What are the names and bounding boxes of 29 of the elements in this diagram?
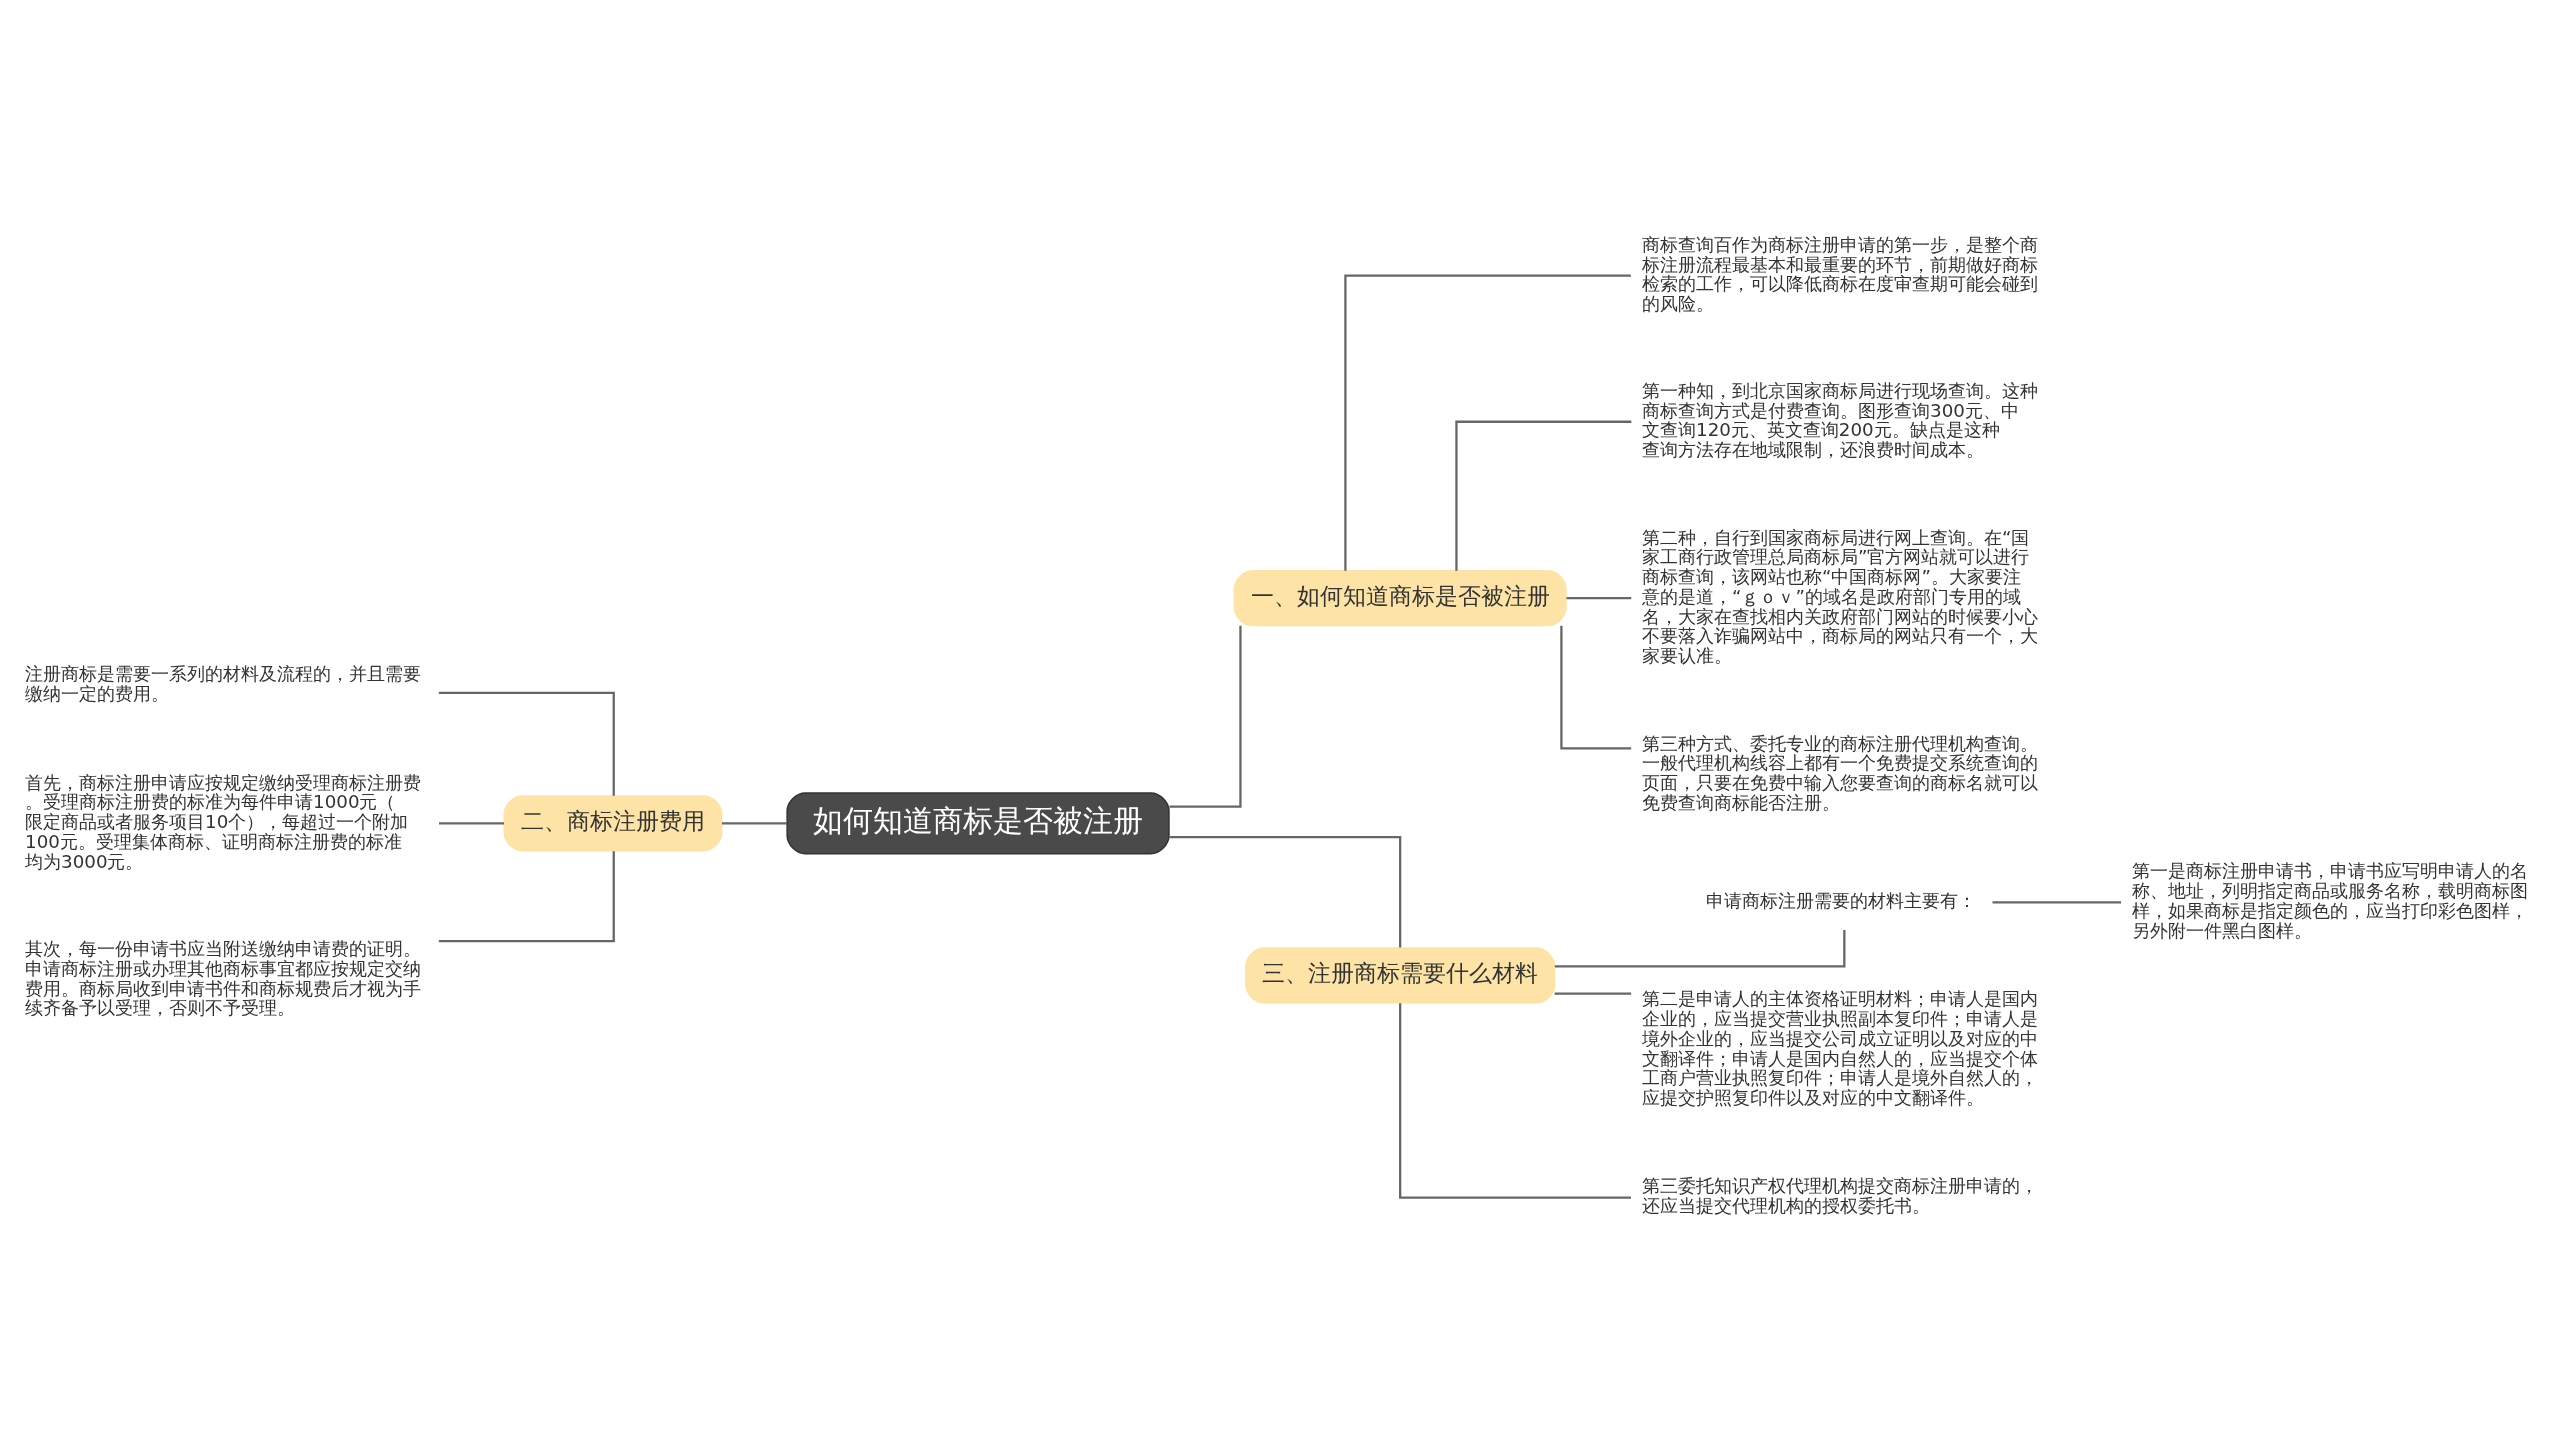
connector — [1455, 420, 1632, 571]
node-box: 一、如何知道商标是否被注册 — [1233, 570, 1567, 627]
node-text: 第二种，自行到国家商标局进行网上查询。在“国家工商行政管理总局商标局”官方网站就可以进行商标查询，该网站也称“中国商标网”。大家要注意的是道，“ｇｏｖ”的域名是政府部门专用的域名，大家在查找相内关政府部门网站的时候要小心不要落入诈骗网站中，商标局的网站只有一个，大家要认准。 — [1642, 526, 2039, 667]
connector — [1169, 835, 1402, 948]
node-box: 二、商标注册费用 — [503, 795, 723, 852]
node-text: 其次，每一份申请书应当附送缴纳申请费的证明。申请商标注册或办理其他商标事宜都应按规定交纳费用。商标局收到申请书件和商标规费后才视为手续齐备予以受理，否则不予受理。 — [25, 938, 422, 1019]
node-text: 注册商标是需要一系列的材料及流程的，并且需要缴纳一定的费用。 — [25, 662, 422, 704]
node-text: 首先，商标注册申请应按规定缴纳受理商标注册费。受理商标注册费的标准为每件申请1000元（限定商品或者服务项目10个），每超过一个附加100元。受理集体商标、证明商标注册费的标准均为3000元。 — [25, 771, 422, 872]
connector — [1554, 992, 1632, 995]
node-box: 如何知道商标是否被注册 — [786, 792, 1170, 855]
node-text: 申请商标注册需要的材料主要有： — [1705, 890, 1976, 912]
connector — [1566, 597, 1632, 600]
connector — [438, 691, 615, 796]
connector — [722, 822, 787, 825]
node-text: 商标查询百作为商标注册申请的第一步，是整个商标注册流程最基本和最重要的环节，前期做好商标检索的工作，可以降低商标在度审查期可能会碰到的风险。 — [1642, 233, 2039, 315]
connector — [1169, 625, 1242, 808]
connector — [1399, 1003, 1631, 1199]
connector — [1344, 274, 1631, 571]
connector — [438, 851, 615, 943]
connector — [1560, 625, 1632, 750]
connector — [1554, 929, 1846, 968]
connector — [439, 822, 505, 825]
node-text: 第三种方式、委托专业的商标注册代理机构查询。一般代理机构线容上都有一个免费提交系统查询的页面，只要在免费中输入您要查询的商标名就可以免费查询商标能否注册。 — [1642, 732, 2039, 814]
node-box: 三、注册商标需要什么材料 — [1245, 947, 1556, 1004]
node-text: 第二是申请人的主体资格证明材料；申请人是国内企业的，应当提交营业执照副本复印件；申请人是境外企业的，应当提交公司成立证明以及对应的中文翻译件；申请人是国内自然人的，应当提交个体工商户营业执照复印件；申请人是境外自然人的，应提交护照复印件以及对应的中文翻译件。 — [1642, 988, 2039, 1109]
connector — [1992, 901, 2122, 904]
node-text: 第三委托知识产权代理机构提交商标注册申请的，还应当提交代理机构的授权委托书。 — [1642, 1175, 2039, 1217]
node-text: 第一是商标注册申请书，申请书应写明申请人的名称、地址，列明指定商品或服务名称，载明商标图样，如果商标是指定颜色的，应当打印彩色图样，另外附一件黑白图样。 — [2131, 860, 2528, 941]
node-text: 第一种知，到北京国家商标局进行现场查询。这种商标查询方式是付费查询。图形查询300元、中文查询120元、英文查询200元。缺点是这种查询方法存在地域限制，还浪费时间成本。 — [1642, 379, 2039, 461]
